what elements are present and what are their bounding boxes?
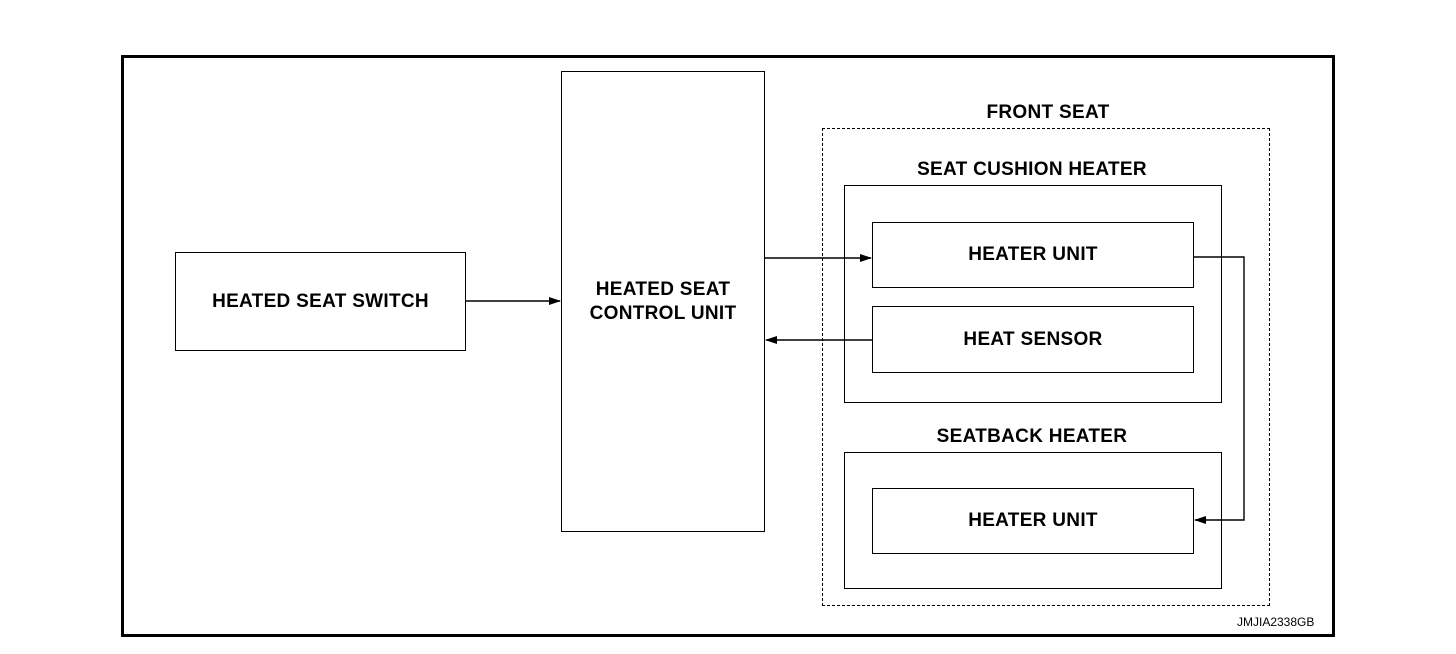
seatback-heater-unit-label: HEATER UNIT (968, 510, 1098, 531)
seat-cushion-heater-label: SEAT CUSHION HEATER (917, 159, 1147, 180)
heated-seat-switch-label: HEATED SEAT SWITCH (212, 290, 429, 312)
seatback-heater-label: SEATBACK HEATER (936, 426, 1128, 447)
control-unit-box: HEATED SEAT CONTROL UNIT (561, 71, 765, 532)
diagram-frame (121, 55, 1335, 637)
cushion-heater-unit-label: HEATER UNIT (968, 244, 1098, 265)
figure-code: JMJIA2338GB (1237, 615, 1315, 629)
heat-sensor-box: HEAT SENSOR (872, 306, 1194, 373)
cushion-heater-unit-box: HEATER UNIT (872, 222, 1194, 288)
heat-sensor-label: HEAT SENSOR (963, 328, 1103, 350)
control-unit-label-line2: CONTROL UNIT (589, 302, 737, 324)
heated-seat-switch-box: HEATED SEAT SWITCH (175, 252, 466, 351)
front-seat-label: FRONT SEAT (986, 102, 1110, 123)
front-seat-group (822, 128, 1270, 606)
seatback-heater-unit-box: HEATER UNIT (872, 488, 1194, 554)
control-unit-label-line1: HEATED SEAT (595, 278, 731, 300)
